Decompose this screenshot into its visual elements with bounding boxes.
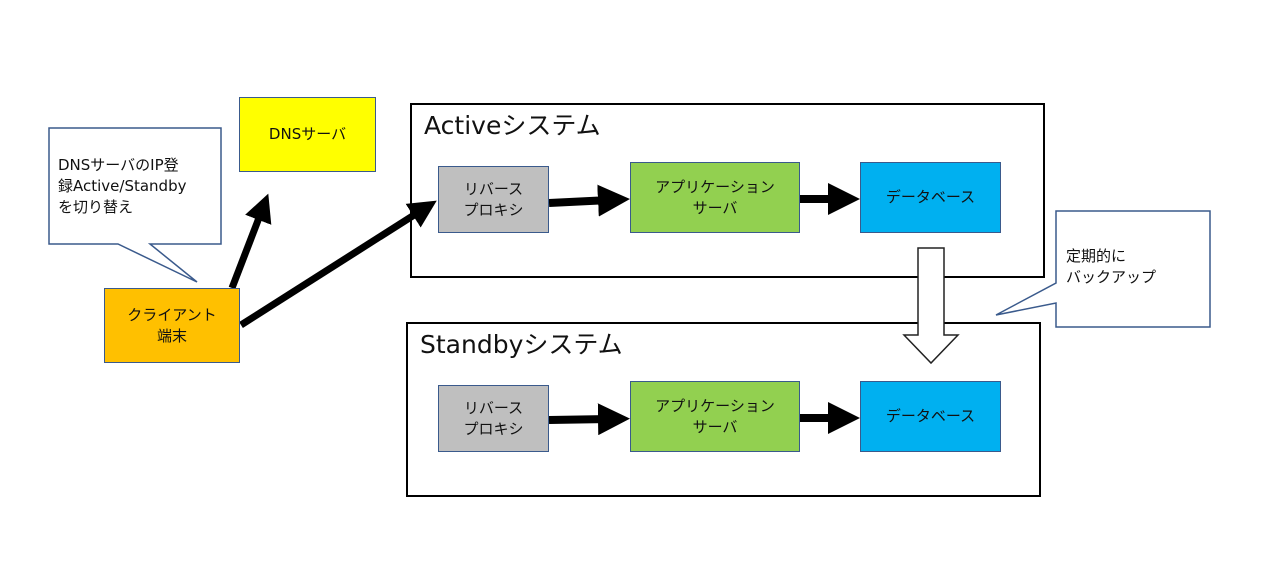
arrow-client-to-active-proxy bbox=[239, 200, 437, 328]
client-terminal-node: クライアント 端末 bbox=[104, 288, 240, 363]
active-database-node: データベース bbox=[860, 162, 1001, 233]
arrow-client-to-dns bbox=[228, 193, 272, 290]
callout-dns-text: DNSサーバのIP登 録Active/Standby を切り替え bbox=[58, 156, 187, 216]
active-app-server-node: アプリケーション サーバ bbox=[630, 162, 800, 233]
backup-arrow bbox=[902, 247, 960, 365]
standby-system-title: Standbyシステム bbox=[420, 330, 623, 359]
callout-backup-shape bbox=[995, 210, 1211, 328]
arrow-standby-proxy-to-app bbox=[548, 403, 630, 436]
callout-dns-shape bbox=[48, 127, 222, 283]
callout-backup-text: 定期的に バックアップ bbox=[1066, 247, 1157, 286]
dns-server-node: DNSサーバ bbox=[239, 97, 376, 172]
active-system-title: Activeシステム bbox=[424, 111, 601, 140]
standby-reverse-proxy-node: リバース プロキシ bbox=[438, 385, 549, 452]
arrow-active-proxy-to-app bbox=[548, 184, 630, 217]
active-reverse-proxy-node: リバース プロキシ bbox=[438, 166, 549, 233]
standby-app-server-node: アプリケーション サーバ bbox=[630, 381, 800, 452]
standby-database-node: データベース bbox=[860, 381, 1001, 452]
